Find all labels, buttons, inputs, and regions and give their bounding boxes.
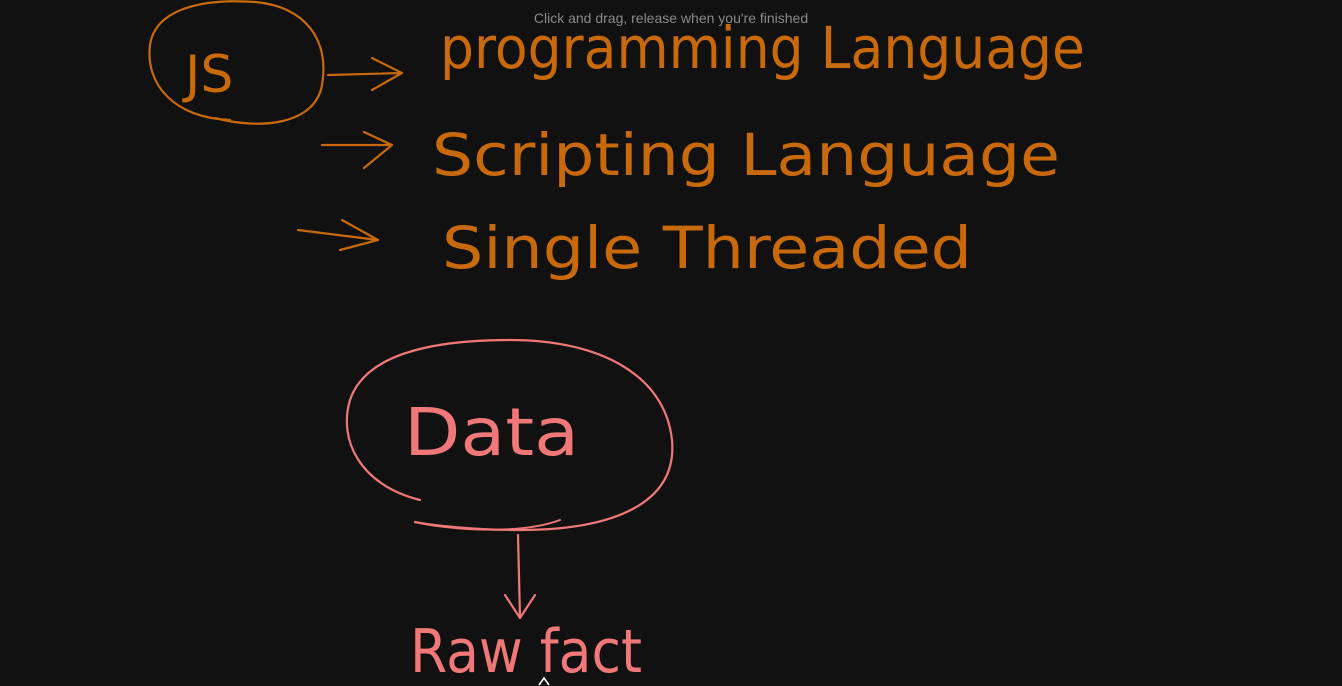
arrow-3-stroke bbox=[296, 218, 380, 252]
down-arrow-stroke bbox=[503, 533, 537, 620]
data-ellipse-stroke bbox=[345, 338, 674, 532]
pen-cursor-icon bbox=[538, 676, 550, 686]
data-ellipse-underline bbox=[414, 519, 561, 531]
line1-text: programming Language bbox=[440, 14, 1085, 82]
raw-fact-label: Raw fact bbox=[410, 617, 642, 686]
line2-text: Scripting Language bbox=[432, 121, 1060, 189]
arrow-1-stroke bbox=[326, 56, 404, 92]
line3-text: Single Threaded bbox=[442, 214, 972, 282]
drag-hint: Click and drag, release when you're fini… bbox=[533, 10, 809, 26]
data-label: Data bbox=[404, 394, 579, 471]
js-label: JS bbox=[182, 45, 233, 105]
arrow-2-stroke bbox=[320, 130, 394, 170]
js-circle-stroke bbox=[148, 0, 325, 125]
